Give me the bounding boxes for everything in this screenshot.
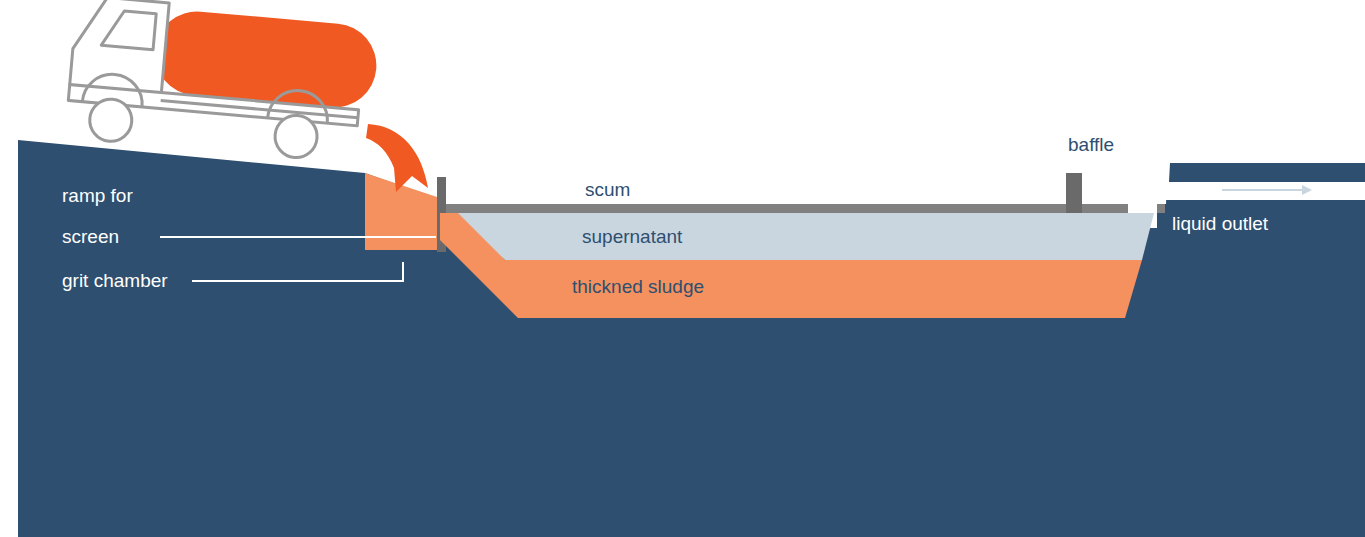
leader-line xyxy=(160,236,436,238)
sludge-layer: thickned sludge xyxy=(440,213,1156,318)
truck-cab xyxy=(70,0,169,93)
ground xyxy=(18,140,1365,537)
layer-label: supernatant xyxy=(582,225,682,249)
part-label: liquid outlet xyxy=(1172,212,1268,236)
truck-wheel xyxy=(273,114,319,160)
layer-label: thickned sludge xyxy=(572,275,704,299)
leader-line xyxy=(192,262,403,281)
scum-layer xyxy=(440,204,1165,213)
truck-window xyxy=(101,9,156,49)
part-label: baffle xyxy=(1068,133,1114,157)
layer-fill xyxy=(440,213,1142,318)
layer-shape xyxy=(440,213,1156,318)
part-label: scum xyxy=(585,178,630,202)
truck xyxy=(65,0,380,164)
part-label: screen xyxy=(62,225,119,249)
truck-wheel xyxy=(88,98,134,144)
pond-air xyxy=(446,150,1168,204)
flow-arrowhead xyxy=(1302,185,1312,195)
layer-shape xyxy=(440,213,1156,260)
flow-arrow xyxy=(1222,189,1305,191)
layer-fill xyxy=(448,213,1154,260)
supernatant-layer: supernatant xyxy=(440,213,1156,260)
sludge-discharge xyxy=(366,124,428,192)
part-label: grit chamber xyxy=(62,269,168,293)
part-label: ramp for xyxy=(62,184,133,208)
